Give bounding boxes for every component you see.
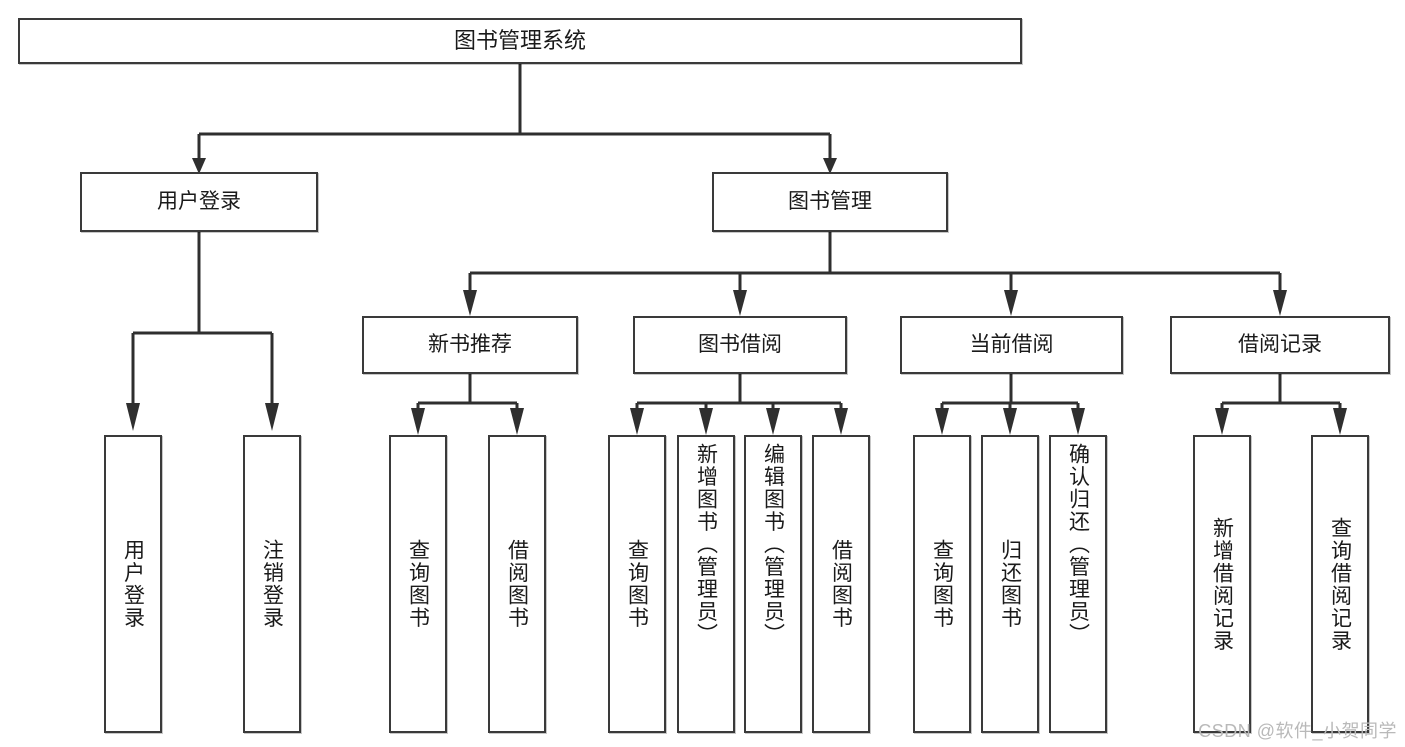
node-label: 查询图书 — [930, 539, 954, 629]
arrowhead — [1333, 408, 1347, 435]
node-label: 借阅图书 — [829, 539, 853, 629]
node-label: 图书管理系统 — [453, 28, 586, 54]
node-label: 借阅图书 — [505, 539, 529, 629]
node-root-system[interactable]: 图书管理系统 — [18, 18, 1022, 64]
leaf-cb-return-book[interactable]: 归还图书 — [981, 435, 1039, 733]
arrowhead — [265, 403, 279, 431]
arrowhead — [834, 408, 848, 435]
node-label: 新增图书（管理员） — [694, 443, 718, 646]
arrowhead — [126, 403, 140, 431]
arrowhead — [699, 408, 713, 435]
node-new-book-recommend[interactable]: 新书推荐 — [362, 316, 578, 374]
node-label: 借阅记录 — [1238, 332, 1322, 356]
node-label: 注销登录 — [260, 539, 284, 629]
arrowhead — [1215, 408, 1229, 435]
leaf-nbr-query-book[interactable]: 查询图书 — [389, 435, 447, 733]
arrowhead — [935, 408, 949, 435]
arrowhead — [510, 408, 524, 435]
arrowhead — [1004, 290, 1018, 316]
node-label: 查询图书 — [406, 539, 430, 629]
node-label: 查询借阅记录 — [1328, 516, 1352, 652]
arrowhead — [463, 290, 477, 316]
leaf-cb-confirm-return-admin[interactable]: 确认归还（管理员） — [1049, 435, 1107, 733]
leaf-bb-query-book[interactable]: 查询图书 — [608, 435, 666, 733]
arrowhead — [630, 408, 644, 435]
node-label: 编辑图书（管理员） — [761, 443, 785, 646]
leaf-user-login-login[interactable]: 用户登录 — [104, 435, 162, 733]
node-borrow-record[interactable]: 借阅记录 — [1170, 316, 1390, 374]
node-label: 查询图书 — [625, 539, 649, 629]
node-label: 新书推荐 — [428, 332, 512, 356]
node-label: 归还图书 — [998, 539, 1022, 629]
node-book-management[interactable]: 图书管理 — [712, 172, 948, 232]
arrowhead — [1003, 408, 1017, 435]
arrowhead — [411, 408, 425, 435]
node-label: 用户登录 — [157, 189, 241, 213]
leaf-bb-edit-book-admin[interactable]: 编辑图书（管理员） — [744, 435, 802, 733]
node-label: 图书管理 — [788, 189, 872, 213]
node-book-borrow[interactable]: 图书借阅 — [633, 316, 847, 374]
watermark-text: CSDN @软件_小贺同学 — [1198, 721, 1397, 741]
arrowhead — [1071, 408, 1085, 435]
arrowhead — [1273, 290, 1287, 316]
arrowhead — [733, 290, 747, 316]
leaf-nbr-borrow-book[interactable]: 借阅图书 — [488, 435, 546, 733]
node-current-borrow[interactable]: 当前借阅 — [900, 316, 1123, 374]
leaf-br-query-record[interactable]: 查询借阅记录 — [1311, 435, 1369, 733]
leaf-cb-query-book[interactable]: 查询图书 — [913, 435, 971, 733]
node-label: 确认归还（管理员） — [1066, 443, 1090, 646]
arrowhead — [766, 408, 780, 435]
node-label: 图书借阅 — [698, 332, 782, 356]
leaf-bb-add-book-admin[interactable]: 新增图书（管理员） — [677, 435, 735, 733]
leaf-user-login-logout[interactable]: 注销登录 — [243, 435, 301, 733]
node-label: 当前借阅 — [969, 332, 1054, 356]
node-label: 用户登录 — [121, 539, 145, 629]
node-label: 新增借阅记录 — [1210, 516, 1234, 652]
leaf-br-add-record[interactable]: 新增借阅记录 — [1193, 435, 1251, 733]
leaf-bb-borrow-book[interactable]: 借阅图书 — [812, 435, 870, 733]
node-user-login[interactable]: 用户登录 — [80, 172, 318, 232]
